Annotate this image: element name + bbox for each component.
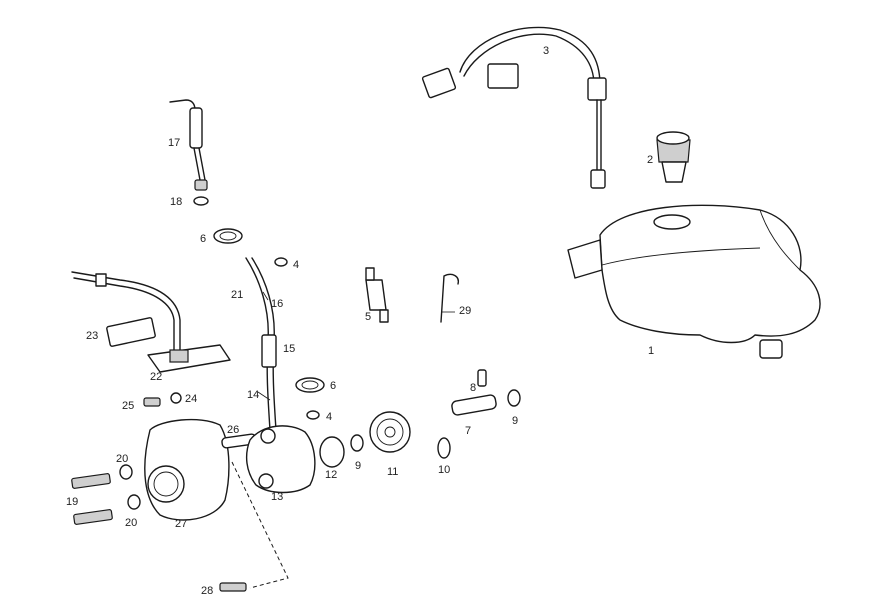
callout-29: 29 [459, 305, 471, 317]
callout-6b: 6 [330, 380, 336, 392]
cable-grommet [106, 317, 156, 347]
callout-5: 5 [365, 311, 371, 323]
drive-gear [369, 411, 411, 453]
callout-26: 26 [227, 424, 239, 436]
oil-hose [245, 257, 277, 431]
callout-9b: 9 [512, 415, 518, 427]
callout-14: 14 [247, 389, 259, 401]
oil-pump [245, 425, 316, 494]
callout-1: 1 [648, 345, 654, 357]
callout-28: 28 [201, 585, 213, 597]
callout-19: 19 [66, 496, 78, 508]
callout-7: 7 [465, 425, 471, 437]
callout-15: 15 [283, 343, 295, 355]
filler-cap [656, 131, 691, 183]
bolt-upper [71, 473, 111, 489]
callout-6a: 6 [200, 233, 206, 245]
callout-20a: 20 [116, 453, 128, 465]
callout-25: 25 [122, 400, 134, 412]
retaining-pin [440, 273, 459, 323]
callout-22: 22 [150, 371, 162, 383]
bolt-lower [73, 509, 113, 525]
circlip [437, 437, 451, 459]
callout-13: 13 [271, 491, 283, 503]
washer-9-left [350, 434, 364, 452]
washer-24 [170, 392, 182, 404]
pump-shaft [451, 394, 497, 416]
callout-10: 10 [438, 464, 450, 476]
callout-21: 21 [231, 289, 243, 301]
assembly-dashed-line [231, 461, 289, 589]
pump-cover [144, 418, 230, 521]
callout-8: 8 [470, 382, 476, 394]
screw-25 [143, 397, 161, 407]
hose-clamp-upper [213, 228, 243, 244]
callout-12: 12 [325, 469, 337, 481]
small-clip-lower [306, 410, 320, 420]
callout-27: 27 [175, 518, 187, 530]
hose-clip [193, 196, 209, 206]
vent-pipe [169, 99, 208, 191]
callout-16: 16 [271, 298, 283, 310]
callout-3: 3 [543, 45, 549, 57]
oil-level-sensor-wiring [421, 26, 607, 189]
callout-18: 18 [170, 196, 182, 208]
callout-2: 2 [647, 154, 653, 166]
callout-20b: 20 [125, 517, 137, 529]
small-clip-upper [274, 257, 288, 267]
oil-tank [567, 204, 821, 359]
callout-24: 24 [185, 393, 197, 405]
roll-pin [477, 369, 487, 387]
callout-23: 23 [86, 330, 98, 342]
callout-11: 11 [387, 466, 398, 478]
o-ring [319, 436, 345, 468]
leader-lines [257, 291, 455, 401]
hose-clamp-lower [295, 377, 325, 393]
washer-20-upper [119, 464, 133, 480]
washer-20-lower [127, 494, 141, 510]
screw-28 [219, 582, 247, 592]
throttle-cable-assembly [71, 271, 231, 373]
callout-9a: 9 [355, 460, 361, 472]
callout-4b: 4 [326, 411, 332, 423]
washer-9-right [507, 389, 521, 407]
oil-line-fitting [365, 267, 389, 323]
callout-17: 17 [168, 137, 180, 149]
callout-4a: 4 [293, 259, 299, 271]
